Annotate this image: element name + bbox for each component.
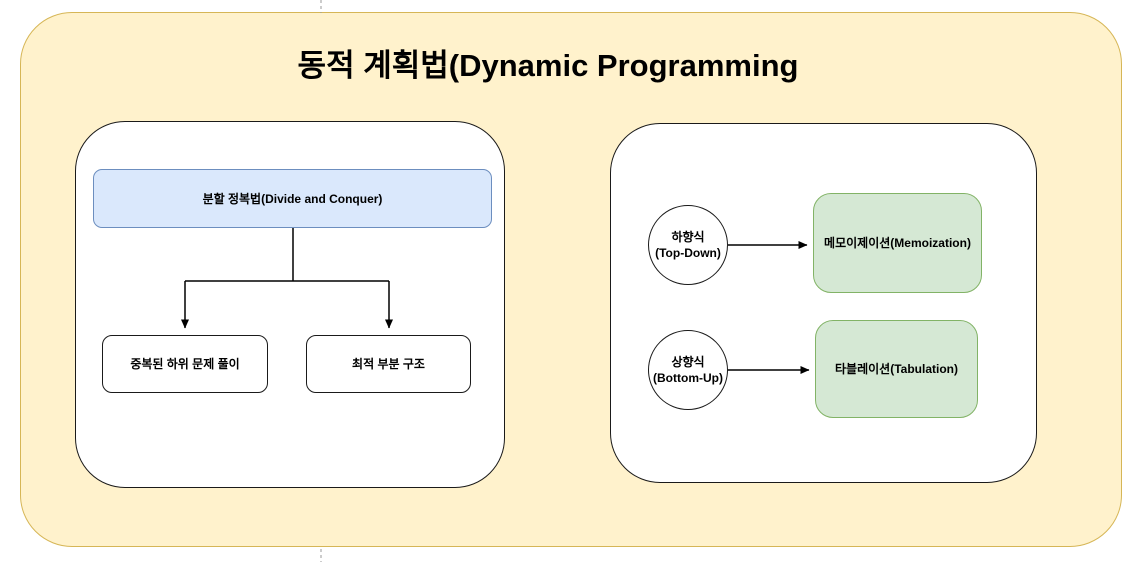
tabulation-node: 타블레이션(Tabulation) bbox=[815, 320, 978, 418]
bottom-up-circle: 상향식 (Bottom-Up) bbox=[648, 330, 728, 410]
divide-and-conquer-node: 분할 정복법(Divide and Conquer) bbox=[93, 169, 492, 228]
memoization-node: 메모이제이션(Memoization) bbox=[813, 193, 982, 293]
top-down-circle: 하향식 (Top-Down) bbox=[648, 205, 728, 285]
overlapping-subproblems-node: 중복된 하위 문제 풀이 bbox=[102, 335, 268, 393]
top-down-label-line1: 하향식 bbox=[671, 230, 705, 244]
bottom-up-label-line1: 상향식 bbox=[671, 355, 705, 369]
approaches-group-panel bbox=[610, 123, 1037, 483]
optimal-substructure-node: 최적 부분 구조 bbox=[306, 335, 471, 393]
bottom-up-label-line2: (Bottom-Up) bbox=[653, 371, 723, 385]
diagram-title: 동적 계획법(Dynamic Programming bbox=[297, 48, 799, 83]
top-down-label-line2: (Top-Down) bbox=[655, 246, 721, 260]
